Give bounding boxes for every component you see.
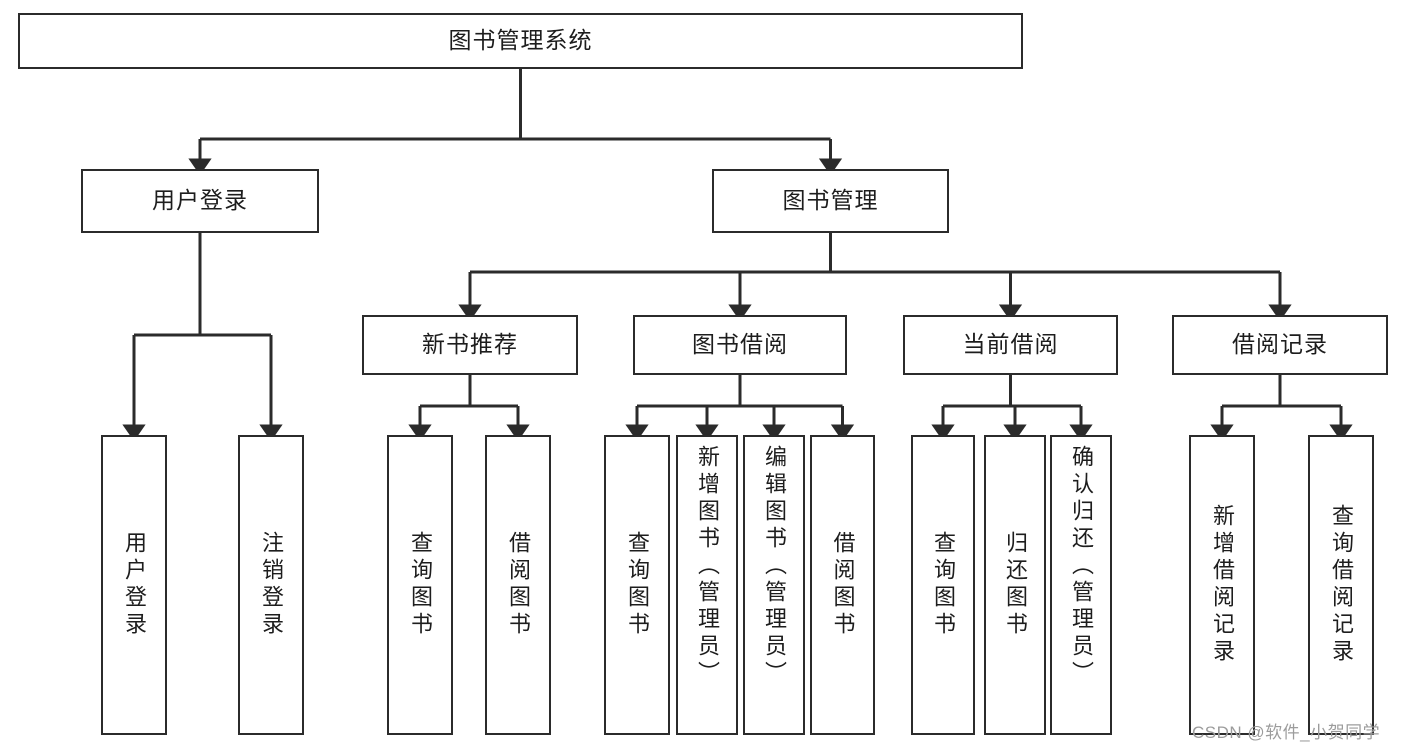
node-leaf-user-logout[interactable]: 注销登录 [238,435,304,735]
node-leaf-add-record[interactable]: 新增借阅记录 [1189,435,1255,735]
node-label: 查询图书 [408,531,433,639]
node-borrow-record[interactable]: 借阅记录 [1172,315,1388,375]
node-label: 图书管理 [782,187,879,214]
node-label: 查询借阅记录 [1329,504,1354,666]
node-label: 新增图书（管理员） [695,445,720,688]
node-label: 注销登录 [259,531,284,639]
node-leaf-confirm-return[interactable]: 确认归还（管理员） [1050,435,1112,735]
node-leaf-borrow-book-2[interactable]: 借阅图书 [810,435,875,735]
node-label: 图书管理系统 [448,27,593,54]
node-leaf-user-login[interactable]: 用户登录 [101,435,167,735]
node-label: 新书推荐 [422,331,518,358]
watermark-label: CSDN @软件_小贺同学 [1192,723,1381,742]
node-label: 用户登录 [122,531,147,639]
node-leaf-query-book-2[interactable]: 查询图书 [604,435,670,735]
node-label: 借阅图书 [506,531,531,639]
node-label: 当前借阅 [962,331,1059,358]
node-book-manage[interactable]: 图书管理 [712,169,949,233]
node-current-borrow[interactable]: 当前借阅 [903,315,1118,375]
node-new-book-rec[interactable]: 新书推荐 [362,315,578,375]
edge-group [122,69,1353,442]
node-leaf-query-book-1[interactable]: 查询图书 [387,435,453,735]
node-leaf-query-book-3[interactable]: 查询图书 [911,435,975,735]
node-book-borrow[interactable]: 图书借阅 [633,315,847,375]
node-leaf-query-record[interactable]: 查询借阅记录 [1308,435,1374,735]
node-label: 查询图书 [625,531,650,639]
node-label: 借阅记录 [1232,331,1328,358]
node-leaf-add-book[interactable]: 新增图书（管理员） [676,435,738,735]
node-label: 图书借阅 [692,331,788,358]
node-root[interactable]: 图书管理系统 [18,13,1023,69]
node-label: 新增借阅记录 [1210,504,1235,666]
node-label: 查询图书 [931,531,956,639]
node-leaf-borrow-book-1[interactable]: 借阅图书 [485,435,551,735]
node-label: 归还图书 [1003,531,1028,639]
node-label: 确认归还（管理员） [1069,445,1094,688]
node-label: 借阅图书 [830,531,856,639]
node-leaf-edit-book[interactable]: 编辑图书（管理员） [743,435,805,735]
node-leaf-return-book[interactable]: 归还图书 [984,435,1046,735]
node-user-login[interactable]: 用户登录 [81,169,319,233]
node-label: 用户登录 [152,187,248,214]
node-label: 编辑图书（管理员） [762,445,787,688]
